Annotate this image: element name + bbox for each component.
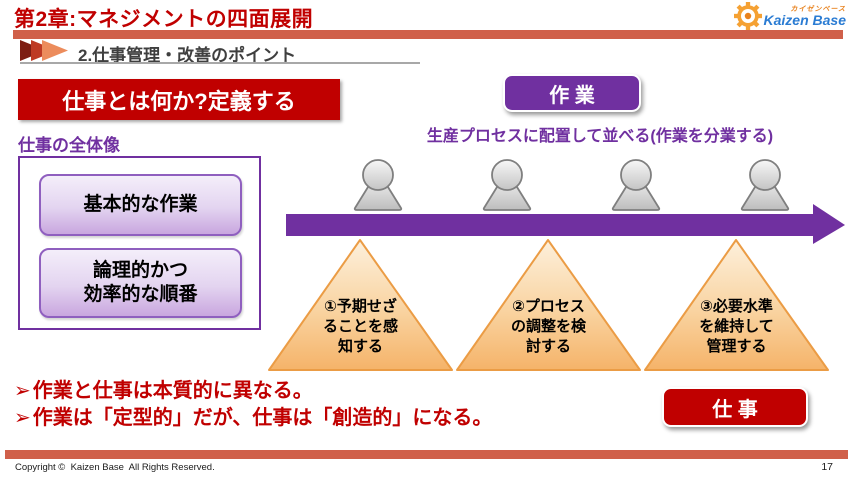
bullet-line: ➢作業は「定型的」だが、仕事は「創造的」になる。 <box>14 407 493 429</box>
worker-icon <box>604 158 668 212</box>
triangle-step-1-text: ①予期せざ ることを感 知する <box>322 298 398 355</box>
conclusion-bullets: ➢作業と仕事は本質的に異なる。 ➢作業は「定型的」だが、仕事は「創造的」になる。 <box>14 378 492 432</box>
page-number: 17 <box>821 461 833 473</box>
worker-icon <box>475 158 539 212</box>
section-title: 2.仕事管理・改善のポイント <box>78 46 297 65</box>
triangle-step-1: ①予期せざ ることを感 知する <box>267 237 454 372</box>
footer-accent-bar <box>5 450 848 459</box>
bullet-line: ➢作業と仕事は本質的に異なる。 <box>14 380 313 402</box>
logo-kana: カイゼンベース <box>790 5 846 13</box>
bullet-arrow-icon: ➢ <box>14 380 31 402</box>
triangle-step-2-text: ②プロセス の調整を検 討する <box>510 298 586 355</box>
overview-item-line: 基本的な作業 <box>83 194 198 216</box>
shigoto-label-box: 仕 事 <box>662 387 808 427</box>
logo-text: カイゼンベース Kaizen Base <box>764 6 846 27</box>
logo-brand: Kaizen Base <box>763 11 846 28</box>
chapter-title: 第2章:マネジメントの四面展開 <box>14 8 314 31</box>
overview-item-logical-order: 論理的かつ 効率的な順番 <box>39 248 242 318</box>
kaizen-base-logo: カイゼンベース Kaizen Base <box>733 2 846 30</box>
triangle-step-3: ③必要水準 を維持して 管理する <box>643 237 830 372</box>
overview-item-line: 論理的かつ <box>92 260 188 282</box>
header-accent-bar <box>13 30 843 39</box>
question-banner: 仕事とは何か?定義する <box>18 79 340 120</box>
bullet-arrow-icon: ➢ <box>14 407 31 429</box>
worker-icon <box>733 158 797 212</box>
process-caption: 生産プロセスに配置して並べる(作業を分業する) <box>426 128 774 145</box>
section-underline <box>20 62 420 64</box>
triangle-step-2: ②プロセス の調整を検 討する <box>455 237 642 372</box>
sagyou-label-box: 作 業 <box>503 74 641 112</box>
overview-item-basic-work: 基本的な作業 <box>39 174 242 236</box>
overview-title: 仕事の全体像 <box>18 136 120 155</box>
overview-box: 基本的な作業 論理的かつ 効率的な順番 <box>18 156 261 330</box>
process-flow-arrow <box>286 203 846 250</box>
footer-copyright: Copyright © Kaizen Base All Rights Reser… <box>15 462 215 473</box>
overview-item-line: 効率的な順番 <box>83 284 198 305</box>
chevron-icon <box>42 40 68 61</box>
gear-icon <box>733 2 762 30</box>
triangle-step-3-text: ③必要水準 を維持して 管理する <box>699 298 774 355</box>
worker-icon <box>346 158 410 212</box>
